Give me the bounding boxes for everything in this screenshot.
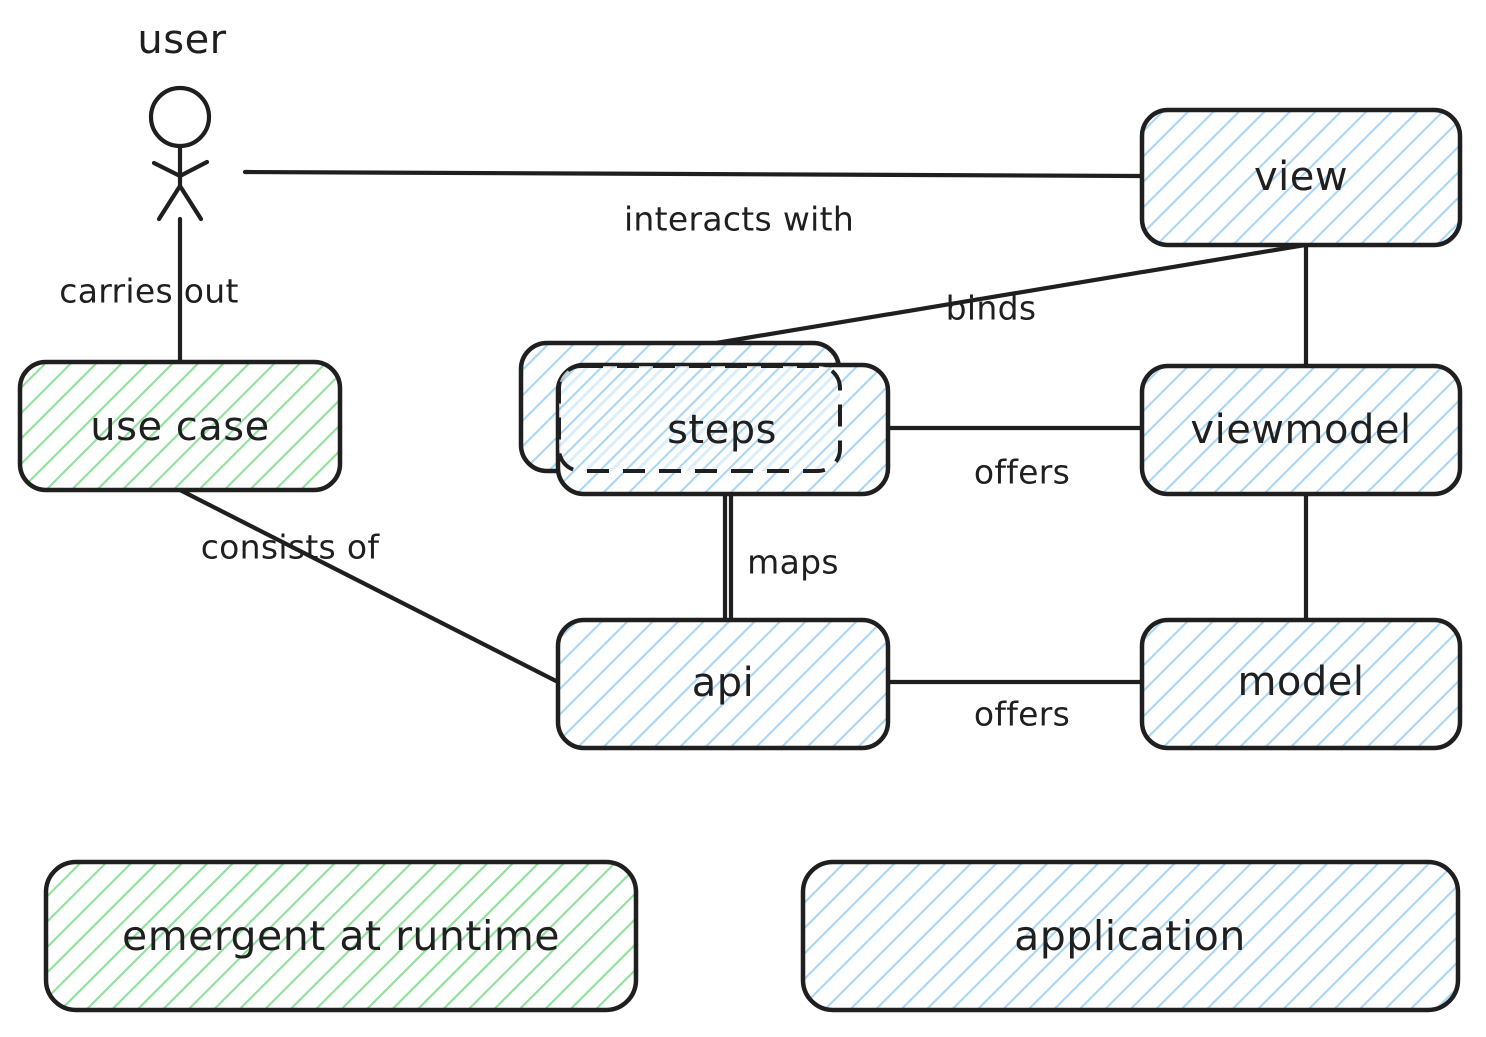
legend-emergent-fill [46, 862, 636, 1010]
node-view-fill [1142, 110, 1460, 245]
node-use-case-fill [20, 362, 340, 490]
node-use-case[interactable]: use case [17, 359, 343, 493]
legend-emergent-label: emergent at runtime [122, 912, 560, 960]
node-use-case-border [17, 359, 343, 493]
node-viewmodel[interactable]: viewmodel [1139, 363, 1463, 497]
legend-application[interactable]: application [800, 859, 1461, 1013]
legend-emergent-border [43, 859, 639, 1013]
node-api[interactable]: api [555, 617, 891, 751]
edge-usecase-api: consists of [177, 487, 561, 685]
edge-label-carries-out: carries out [59, 272, 238, 311]
edge-line-usecase-api [177, 487, 561, 685]
edge-label-maps: maps [747, 543, 839, 582]
node-model-label: model [1237, 659, 1364, 705]
actor-legs-icon [156, 183, 204, 222]
edge-api-model: offers [885, 679, 1145, 734]
node-api-label: api [692, 660, 755, 706]
actor-arms-icon [151, 159, 210, 179]
node-view-border [1139, 107, 1463, 248]
legend-application-border [800, 859, 1461, 1013]
node-model-border [1139, 617, 1463, 751]
edge-label-offers-api-model: offers [974, 695, 1070, 734]
node-api-fill [558, 620, 888, 748]
node-view[interactable]: view [1139, 107, 1463, 248]
edge-line-user-view [242, 169, 1143, 179]
node-steps-label: steps [667, 407, 777, 453]
user-actor[interactable]: user [137, 17, 226, 222]
edge-label-offers-steps-viewmodel: offers [974, 453, 1070, 492]
edge-user-usecase: carries out [59, 216, 238, 365]
edge-user-view: interacts with [242, 169, 1143, 239]
node-view-label: view [1254, 154, 1348, 200]
node-api-border [555, 617, 891, 751]
node-use-case-label: use case [90, 404, 269, 450]
user-actor-label: user [137, 17, 226, 63]
node-viewmodel-border [1139, 363, 1463, 497]
node-model-fill [1142, 620, 1460, 748]
legend-application-fill [803, 862, 1458, 1010]
legend-emergent-at-runtime[interactable]: emergent at runtime [43, 859, 639, 1013]
edge-label-interacts-with: interacts with [624, 200, 854, 239]
edge-label-consists-of: consists of [201, 528, 381, 567]
edge-view-steps: binds [701, 242, 1308, 348]
node-viewmodel-label: viewmodel [1190, 407, 1411, 453]
node-steps-dashed-fill [559, 366, 840, 471]
edge-label-binds: binds [946, 289, 1037, 328]
node-steps[interactable]: steps [518, 340, 891, 497]
edge-steps-viewmodel: offers [885, 425, 1145, 492]
edge-steps-api: maps [722, 491, 839, 623]
node-model[interactable]: model [1139, 617, 1463, 751]
legend-application-label: application [1014, 912, 1246, 960]
actor-head-icon [148, 85, 212, 149]
node-viewmodel-fill [1142, 366, 1460, 494]
edge-line-view-steps [701, 242, 1308, 348]
node-steps-dashed-border [557, 364, 842, 473]
